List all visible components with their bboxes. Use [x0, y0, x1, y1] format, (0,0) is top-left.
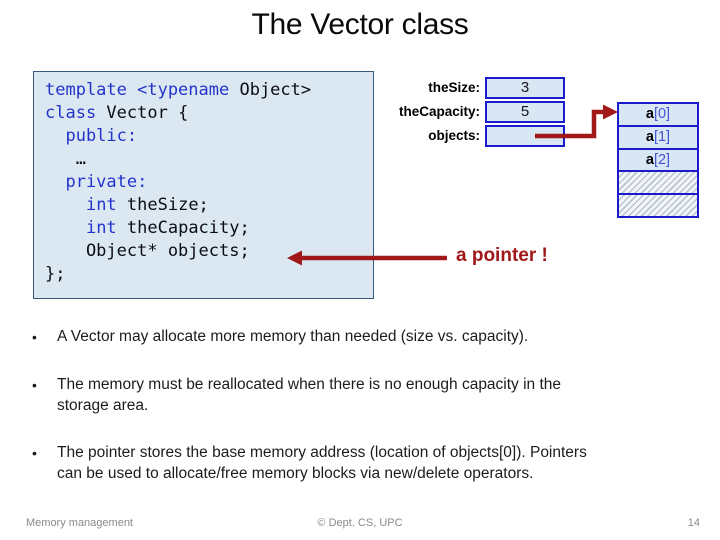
code-token: int	[85, 218, 127, 238]
code-line: int theCapacity;	[45, 217, 373, 240]
bullet-item: • A Vector may allocate more memory than…	[32, 327, 700, 348]
field-thesize: theSize: 3	[375, 77, 565, 99]
field-value-objects	[485, 125, 565, 147]
field-label: theCapacity:	[398, 104, 480, 119]
memory-cell-unused	[619, 195, 697, 216]
bullet-line: can be used to allocate/free memory bloc…	[57, 464, 534, 482]
memory-cell-a2: a[2]	[619, 149, 697, 173]
code-token: int	[85, 195, 127, 215]
cell-index: [2]	[653, 151, 671, 168]
bullet-text: A Vector may allocate more memory than n…	[57, 327, 528, 348]
pointer-callout-label: a pointer !	[456, 245, 548, 266]
code-token: theCapacity;	[126, 218, 250, 238]
code-token	[45, 218, 86, 238]
page-title: The Vector class	[251, 8, 469, 41]
bullet-line: A Vector may allocate more memory than n…	[57, 328, 529, 345]
code-snippet: template <typename Object> class Vector …	[33, 71, 374, 299]
bullet-text: The memory must be reallocated when ther…	[57, 375, 561, 416]
code-token: Object>	[239, 80, 312, 100]
bullet-item: • The pointer stores the base memory add…	[32, 443, 700, 484]
field-objects: objects:	[375, 125, 565, 147]
code-token: class	[45, 103, 107, 123]
code-line: private:	[45, 171, 373, 194]
code-token: template <typename	[45, 80, 240, 100]
objects-pointer-arrowhead	[603, 104, 618, 120]
bullet-line: storage area.	[57, 396, 149, 414]
bullet-marker: •	[32, 329, 37, 345]
footer-page-number: 14	[687, 517, 700, 529]
field-thecapacity: theCapacity: 5	[375, 101, 565, 123]
bullet-line: The pointer stores the base memory addre…	[57, 444, 587, 461]
field-value-thesize: 3	[485, 77, 565, 99]
footer-section-title: Memory management	[26, 517, 133, 529]
cell-index: [0]	[653, 106, 671, 123]
bullet-item: • The memory must be reallocated when th…	[32, 375, 700, 416]
bullet-line: The memory must be reallocated when ther…	[57, 376, 562, 393]
code-token: Vector {	[106, 103, 189, 123]
memory-cell-a0: a[0]	[619, 104, 697, 127]
cell-index: [1]	[653, 128, 671, 145]
code-token: public:	[45, 126, 138, 146]
memory-cell-unused	[619, 172, 697, 196]
code-token: …	[45, 149, 86, 169]
cell-var: a	[645, 128, 654, 145]
code-line: int theSize;	[45, 194, 373, 217]
vector-fields-diagram: theSize: 3 theCapacity: 5 objects:	[375, 77, 565, 149]
code-token	[45, 195, 86, 215]
code-line: };	[45, 263, 373, 286]
code-line: public:	[45, 125, 373, 148]
code-line: class Vector {	[45, 102, 373, 125]
footer-copyright: © Dept. CS, UPC	[317, 517, 403, 529]
code-token: private:	[45, 172, 148, 192]
bullet-marker: •	[32, 445, 37, 461]
code-line: …	[45, 148, 373, 171]
field-label: objects:	[428, 128, 480, 143]
cell-var: a	[645, 151, 654, 168]
memory-block: a[0] a[1] a[2]	[617, 102, 699, 218]
memory-cell-a1: a[1]	[619, 126, 697, 150]
field-label: theSize:	[428, 80, 480, 95]
code-token: theSize;	[126, 195, 209, 215]
bullet-text: The pointer stores the base memory addre…	[57, 443, 587, 484]
cell-var: a	[645, 106, 654, 123]
code-token: Object* objects;	[45, 241, 250, 261]
field-value-thecapacity: 5	[485, 101, 565, 123]
code-line: template <typename Object>	[45, 79, 373, 102]
code-token: };	[45, 264, 66, 284]
code-line: Object* objects;	[45, 240, 373, 263]
bullet-marker: •	[32, 377, 37, 393]
